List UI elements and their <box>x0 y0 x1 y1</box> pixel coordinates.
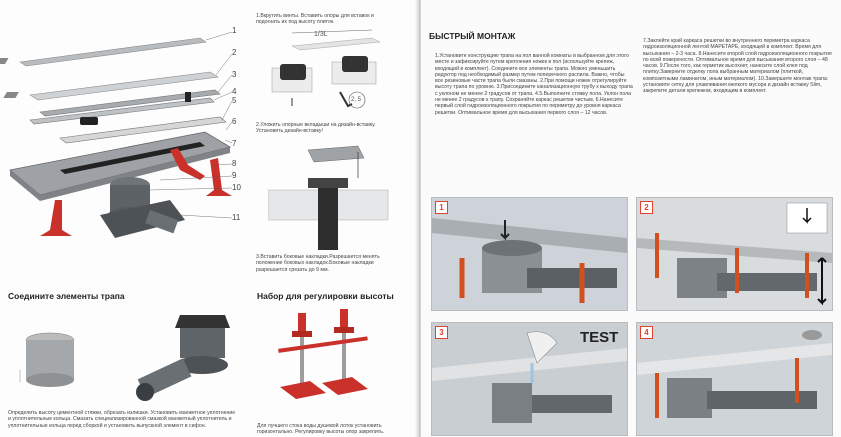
step1-text: 1.Вкрутить винты. Вставить опоры для вст… <box>256 13 374 26</box>
book-gutter <box>415 0 425 437</box>
hex-key-label: 2, 5 <box>351 97 362 103</box>
install-photo-3: 3 TEST <box>431 322 628 436</box>
design-insert-illustration <box>268 145 389 250</box>
install-photo-2: 2 <box>636 197 833 311</box>
right-page: БЫСТРЫЙ МОНТАЖ 1.Установите конструкцию … <box>421 0 841 437</box>
step-badge-1: 1 <box>435 201 448 214</box>
support-assembly-illustration <box>271 29 381 109</box>
exploded-drain-diagram <box>0 31 233 238</box>
left-page: 1 2 3 4 5 6 7 8 9 10 11 1.Вкрутить винты… <box>0 0 419 437</box>
step-badge-3: 3 <box>435 326 448 339</box>
diagram-number-2: 2 <box>232 48 237 57</box>
instructions-column-2: 7.Заклейте край каркаса решетки во внутр… <box>643 38 832 95</box>
section-height-title: Набор для регулировки высоты <box>257 291 394 301</box>
instructions-column-1: 1.Установите конструкцию трапа на пол ва… <box>435 53 633 116</box>
height-text: Для лучшего стока воды душевой лоток уст… <box>257 423 385 436</box>
diagram-number-1: 1 <box>232 26 237 35</box>
diagram-number-7: 7 <box>232 139 237 148</box>
diagram-number-3: 3 <box>232 70 237 79</box>
diagram-number-8: 8 <box>232 159 237 168</box>
diagram-number-4: 4 <box>232 87 237 96</box>
diagram-number-10: 10 <box>232 183 241 192</box>
step3-text: 3.Вставить боковые накладки.Разрешается … <box>256 254 380 273</box>
diagram-number-6: 6 <box>232 117 237 126</box>
connect-text: Определить высоту цементной стяжки, обре… <box>8 410 236 429</box>
install-photo-4: 4 <box>636 322 833 436</box>
test-label: TEST <box>580 329 619 346</box>
height-kit-illustration <box>278 309 368 399</box>
siphon-parts-illustration <box>19 315 230 401</box>
install-photo-1: 1 <box>431 197 628 311</box>
fraction-label: 1/3L <box>314 31 328 38</box>
step2-text: 2.Уложить опорные вкладыши на дизайн-вст… <box>256 122 376 135</box>
section-connect-title: Соедините элементы трапа <box>8 291 125 301</box>
quick-install-title: БЫСТРЫЙ МОНТАЖ <box>429 31 516 41</box>
step-badge-4: 4 <box>640 326 653 339</box>
diagram-number-9: 9 <box>232 171 237 180</box>
step-badge-2: 2 <box>640 201 653 214</box>
diagram-number-5: 5 <box>232 96 237 105</box>
diagram-number-11: 11 <box>232 213 241 222</box>
